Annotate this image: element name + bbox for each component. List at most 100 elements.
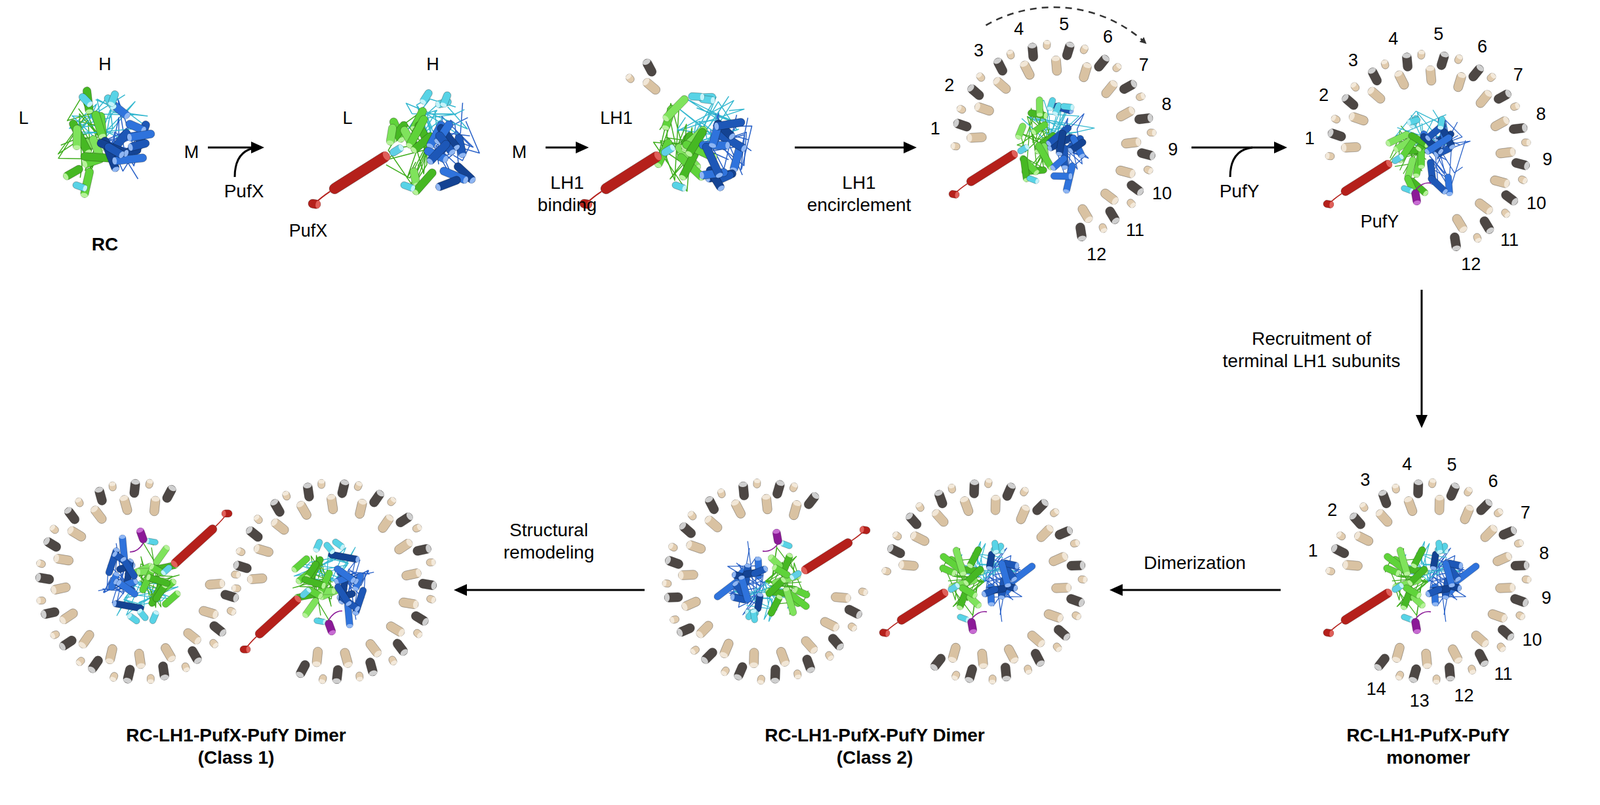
helix-body xyxy=(1425,65,1437,86)
helix-cap xyxy=(419,98,427,106)
helix-body xyxy=(387,655,399,667)
helix-body xyxy=(394,511,415,530)
h-subunit-helix xyxy=(106,89,120,108)
lh1-alpha-helix xyxy=(819,615,841,633)
helix-cap xyxy=(1526,576,1532,584)
lh1-alpha-helix xyxy=(1420,648,1433,669)
helix-body xyxy=(752,478,761,489)
helix-cap xyxy=(1424,134,1432,142)
helix-cap xyxy=(685,540,694,551)
h-subunit-helix xyxy=(687,92,705,101)
helix-body xyxy=(119,556,139,581)
lh1-alpha-helix xyxy=(76,628,96,651)
helix-body xyxy=(1411,617,1422,635)
lh1-beta-helix xyxy=(367,488,387,509)
helix-cap xyxy=(415,568,422,578)
helix-cap xyxy=(855,609,864,620)
helix-cap xyxy=(738,481,747,488)
helix-cap xyxy=(1070,104,1075,111)
helix-body xyxy=(1349,81,1361,94)
helix-cap xyxy=(1425,65,1435,72)
lh1-beta-helix xyxy=(732,660,749,682)
lh1-alpha-helix xyxy=(1042,608,1065,624)
helix-cap xyxy=(146,478,154,485)
helix-cap xyxy=(699,655,710,666)
lh1-beta-helix xyxy=(1366,66,1383,87)
helix-body xyxy=(947,483,957,494)
helix-body xyxy=(977,648,989,669)
lh1-alpha-helix xyxy=(685,539,707,555)
helix-body xyxy=(339,647,354,669)
helix-cap xyxy=(1377,489,1388,498)
lh1-beta-helix xyxy=(843,603,864,621)
pufx-helix xyxy=(878,628,891,638)
helix-body xyxy=(145,573,172,589)
helix-cap xyxy=(810,491,821,501)
lh1-beta-helix xyxy=(1030,497,1051,518)
structure-node: 123456789101112 xyxy=(918,9,1191,282)
helix-cap xyxy=(699,93,705,101)
helix-body xyxy=(400,567,422,581)
lh1-beta-helix xyxy=(1445,481,1461,502)
helix-body xyxy=(418,87,434,106)
lh1-stub xyxy=(1391,483,1400,494)
helix-cap xyxy=(390,659,399,667)
lh1-alpha-helix xyxy=(1495,582,1516,593)
helix-body xyxy=(824,650,836,663)
helix-cap xyxy=(1024,669,1033,676)
m-subunit-helix xyxy=(737,575,752,604)
l-subunit-helix xyxy=(766,594,784,618)
lh1-alpha-helix xyxy=(363,638,383,660)
helix-body xyxy=(1002,643,1020,665)
helix-cap xyxy=(664,593,670,602)
helix-cap xyxy=(1403,495,1414,504)
helix-body xyxy=(1390,152,1405,165)
helix-body xyxy=(1377,489,1393,510)
lh1-alpha-helix xyxy=(702,514,724,534)
helix-body xyxy=(1390,581,1405,594)
helix-body xyxy=(946,641,962,664)
helix-body xyxy=(771,528,783,546)
lh1-stub xyxy=(1358,501,1370,514)
helix-cap xyxy=(1468,669,1477,676)
helix-cap xyxy=(954,582,961,589)
arrow-shaft xyxy=(1122,589,1281,592)
helix-body xyxy=(392,537,415,557)
lh1-beta-helix xyxy=(770,664,781,684)
lh1-alpha-helix xyxy=(326,493,339,515)
helix-cap xyxy=(1503,211,1511,219)
helix-cap xyxy=(1374,508,1385,518)
helix-body xyxy=(1426,173,1450,196)
lh1-beta-helix xyxy=(1329,542,1351,560)
helix-cap xyxy=(959,495,970,504)
pufx-helix xyxy=(1390,152,1405,165)
lh1-stub xyxy=(1485,71,1498,83)
m-subunit-helix xyxy=(1050,172,1073,180)
helix-body xyxy=(1030,120,1050,136)
lh1-beta-helix xyxy=(801,490,821,511)
lh1-beta-helix xyxy=(409,609,431,628)
helix-body xyxy=(198,605,220,620)
lh1-stub xyxy=(1070,610,1083,621)
helix-body xyxy=(1027,42,1039,62)
helix-cap xyxy=(232,560,240,571)
helix-body xyxy=(354,498,368,520)
lh1-alpha-helix xyxy=(678,570,699,581)
m-subunit-helix xyxy=(713,117,746,131)
structure-label: L xyxy=(18,107,29,129)
helix-body xyxy=(1030,497,1051,518)
lh1-stub xyxy=(231,584,242,593)
helix-cap xyxy=(720,670,728,678)
helix-cap xyxy=(332,678,342,684)
helix-cap xyxy=(1001,675,1011,682)
lh1-stub xyxy=(1142,164,1155,176)
helix-cap xyxy=(1454,576,1462,583)
pufx-helix xyxy=(895,587,950,627)
lh1-beta-helix xyxy=(677,520,698,540)
helix-cap xyxy=(966,133,972,143)
lh1-stub xyxy=(1513,539,1524,549)
helix-body xyxy=(1453,53,1464,65)
helix-cap xyxy=(1458,562,1464,570)
helix-cap xyxy=(1046,106,1054,112)
lh1-alpha-helix xyxy=(311,646,323,667)
